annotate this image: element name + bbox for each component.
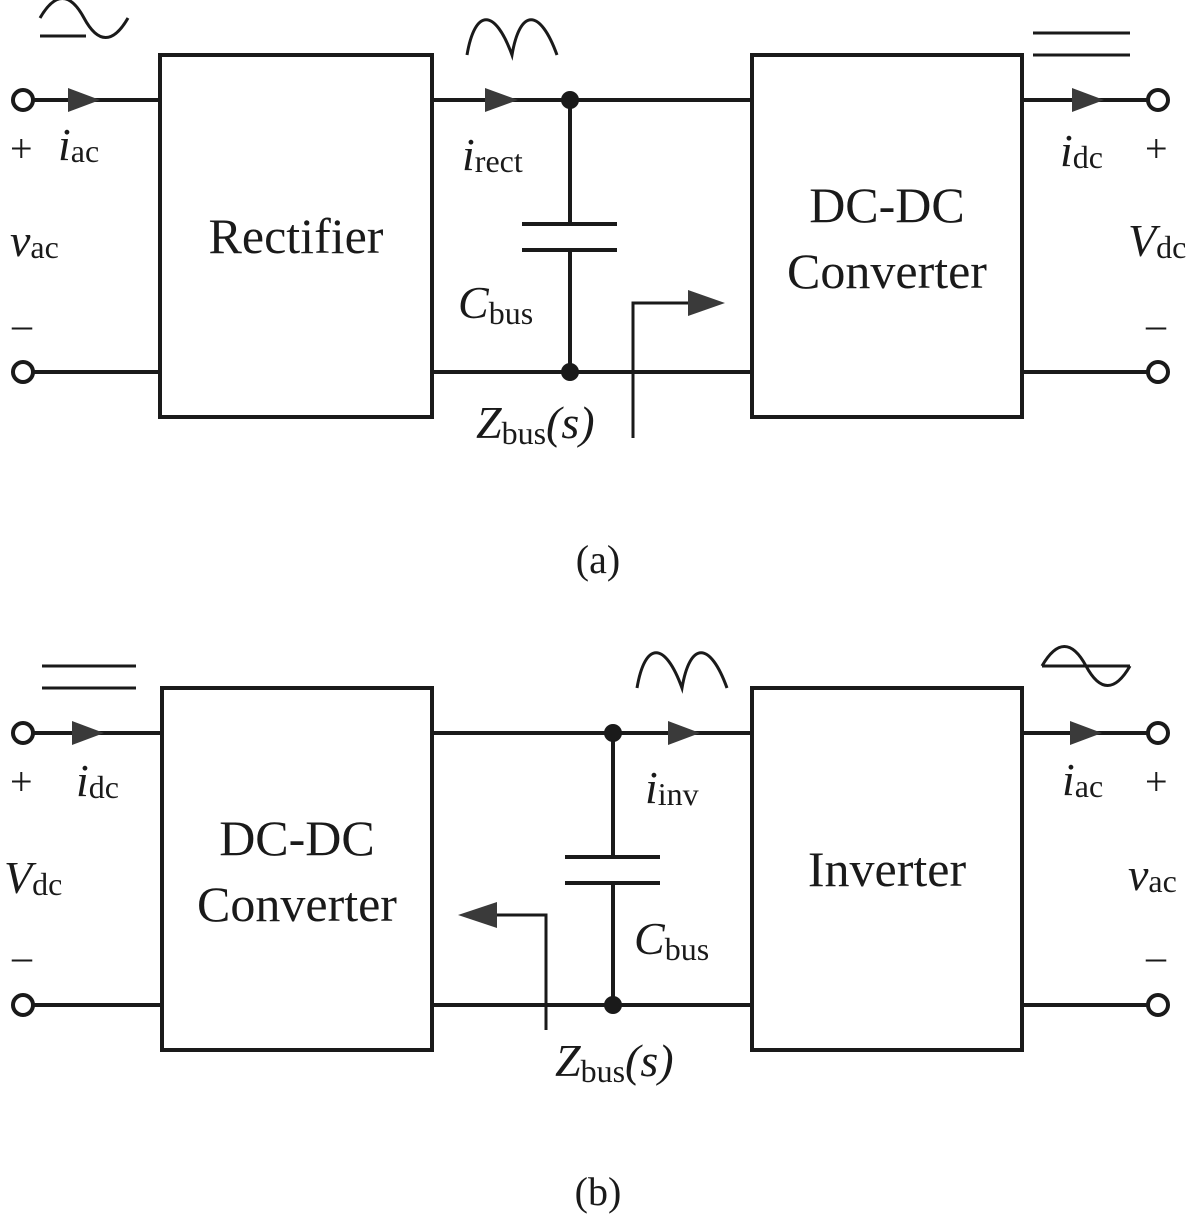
terminal-ac-top bbox=[1146, 721, 1170, 745]
zbus-label: Zbus(s) bbox=[476, 397, 595, 451]
current-arrow-inv bbox=[668, 721, 700, 745]
diagram-a: Rectifier DC-DC Converter + iac vac – ir… bbox=[10, 0, 1186, 582]
rectifier-block bbox=[158, 53, 434, 419]
ac-voltage-label: vac bbox=[1128, 849, 1177, 900]
impedance-arrow bbox=[688, 290, 725, 316]
junction-dot-top bbox=[604, 724, 622, 742]
ac-current-label: iac bbox=[58, 119, 99, 170]
junction-dot-bottom bbox=[604, 996, 622, 1014]
inverter-label: Inverter bbox=[808, 841, 967, 897]
dc-minus-sign: – bbox=[1145, 302, 1167, 347]
dc-current-label: idc bbox=[1060, 125, 1103, 176]
ac-plus-sign: + bbox=[10, 126, 33, 171]
current-arrow-ac bbox=[68, 88, 100, 112]
current-arrow-rect bbox=[485, 88, 518, 112]
junction-dot-top bbox=[561, 91, 579, 109]
ac-minus-sign: – bbox=[1145, 934, 1167, 979]
dc-voltage-label: Vdc bbox=[4, 852, 62, 903]
ac-plus-sign: + bbox=[1145, 759, 1168, 804]
sine-wave-icon bbox=[38, 0, 130, 39]
ac-current-label: iac bbox=[1062, 754, 1103, 805]
rectified-sine-icon bbox=[635, 651, 729, 694]
dcdc-label-line2: Converter bbox=[197, 876, 397, 932]
caption-b: (b) bbox=[575, 1169, 622, 1214]
terminal-dc-bottom bbox=[11, 993, 35, 1017]
ac-voltage-label: vac bbox=[10, 215, 59, 266]
dcdc-converter-block bbox=[160, 686, 434, 1052]
cbus-label: Cbus bbox=[634, 913, 709, 967]
dc-voltage-label: Vdc bbox=[1128, 215, 1186, 266]
impedance-arrow bbox=[458, 902, 497, 928]
inv-current-label: iinv bbox=[645, 762, 699, 813]
current-arrow-dc bbox=[72, 721, 104, 745]
caption-a: (a) bbox=[576, 537, 620, 582]
rectifier-label: Rectifier bbox=[209, 208, 384, 264]
terminal-ac-bottom bbox=[11, 360, 35, 384]
terminal-dc-top bbox=[11, 721, 35, 745]
dc-current-label: idc bbox=[76, 755, 119, 806]
dcdc-label-line1: DC-DC bbox=[809, 177, 965, 233]
inverter-block bbox=[750, 686, 1024, 1052]
zbus-label: Zbus(s) bbox=[555, 1035, 674, 1089]
dcdc-label-line1: DC-DC bbox=[219, 810, 375, 866]
rectified-sine-icon bbox=[465, 18, 559, 61]
dc-plus-sign: + bbox=[1145, 126, 1168, 171]
dc-plus-sign: + bbox=[10, 759, 33, 804]
junction-dot-bottom bbox=[561, 363, 579, 381]
terminal-dc-top bbox=[1146, 88, 1170, 112]
current-arrow-ac bbox=[1070, 721, 1102, 745]
dc-minus-sign: – bbox=[11, 934, 33, 979]
cbus-label: Cbus bbox=[458, 277, 533, 331]
rect-current-label: irect bbox=[462, 129, 523, 180]
terminal-dc-bottom bbox=[1146, 360, 1170, 384]
dcdc-label-line2: Converter bbox=[787, 243, 987, 299]
dcdc-converter-block bbox=[750, 53, 1024, 419]
impedance-indicator-line bbox=[631, 301, 690, 438]
impedance-indicator-line bbox=[495, 913, 548, 1030]
ac-minus-sign: – bbox=[11, 302, 33, 347]
terminal-ac-top bbox=[11, 88, 35, 112]
current-arrow-dc bbox=[1072, 88, 1104, 112]
diagram-b: DC-DC Converter Inverter + idc Vdc – iin… bbox=[4, 645, 1177, 1214]
terminal-ac-bottom bbox=[1146, 993, 1170, 1017]
